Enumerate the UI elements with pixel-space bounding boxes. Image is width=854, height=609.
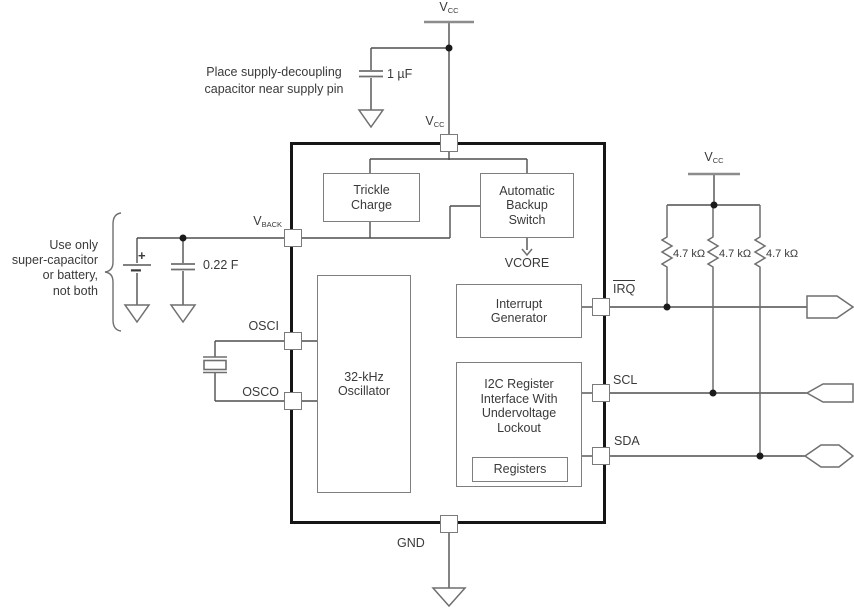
interrupt-generator-label: Interrupt Generator [490, 296, 548, 326]
block-trickle-charge: Trickle Charge [323, 173, 420, 222]
ground-icon-backup-cap [169, 304, 197, 324]
decoupling-note-line2: capacitor near supply pin [204, 81, 344, 96]
osci-pin-label: OSCI [248, 319, 279, 333]
vcc-pin-label: VCC [425, 114, 445, 129]
gnd-pin-label: GND [397, 536, 425, 550]
decoupling-capacitor-icon [359, 70, 383, 78]
vcc-top-wires [370, 22, 450, 160]
battery-plus-label: + [138, 248, 146, 263]
pin-sda [592, 447, 610, 465]
pin-vback [284, 229, 302, 247]
block-interrupt-generator: Interrupt Generator [456, 284, 582, 338]
vcc-label-right: VCC [704, 150, 724, 165]
irq-pin-label: IRQ [613, 280, 636, 296]
vcore-arrow-icon [521, 248, 533, 257]
pin-irq [592, 298, 610, 316]
bidirectional-arrow-icon [803, 444, 854, 468]
backup-cap-value: 0.22 F [203, 258, 239, 272]
brace-icon [104, 212, 122, 332]
backup-wires [136, 205, 480, 305]
decoupling-note: Place supply-decoupling capacitor near s… [178, 64, 370, 97]
scl-pin-label: SCL [613, 373, 638, 387]
pin-gnd [440, 515, 458, 533]
block-automatic-backup-switch: Automatic Backup Switch [480, 173, 574, 238]
battery-minus-label: − [130, 260, 142, 282]
decoupling-note-line1: Place supply-decoupling [206, 65, 342, 79]
osco-pin-label: OSCO [242, 385, 279, 399]
backup-note-line4: not both [52, 283, 98, 298]
backup-note-line1: Use only [49, 238, 98, 252]
trickle-charge-label: Trickle Charge [351, 183, 392, 212]
pullup-resistor-value-2: 4.7 kΩ [719, 248, 752, 260]
output-arrow-icon [806, 295, 854, 319]
backup-note-line2: super-capacitor [11, 253, 98, 268]
vback-pin-label: VBACK [253, 214, 282, 229]
pullup-resistor-value-3: 4.7 kΩ [766, 248, 799, 260]
oscillator-label: 32-kHz Oscillator [337, 369, 391, 399]
ground-icon-main [431, 587, 467, 608]
block-oscillator: 32-kHz Oscillator [317, 275, 411, 493]
decoupling-cap-value: 1 µF [387, 67, 413, 81]
right-wires [610, 175, 808, 457]
input-arrow-icon [805, 383, 854, 403]
crystal-icon [203, 356, 227, 374]
vcore-label: VCORE [504, 256, 550, 270]
pin-osco [284, 392, 302, 410]
junction-dots [179, 44, 764, 460]
backup-note: Use only super-capacitor or battery, not… [0, 238, 98, 299]
block-registers: Registers [472, 457, 568, 482]
i2c-interface-label: I2C Register Interface With Undervoltage… [480, 377, 558, 435]
ground-icon-battery [123, 304, 151, 324]
backup-note-line3: or battery, [42, 268, 98, 283]
sda-pin-label: SDA [614, 434, 640, 448]
registers-label: Registers [493, 462, 547, 477]
pin-vcc [440, 134, 458, 152]
internal-wires [369, 158, 592, 457]
pin-osci [284, 332, 302, 350]
automatic-backup-switch-label: Automatic Backup Switch [499, 183, 555, 227]
ground-icon-top [357, 109, 385, 129]
pullup-resistor-icons [660, 205, 767, 456]
pin-scl [592, 384, 610, 402]
vcc-label-top: VCC [439, 0, 459, 15]
pullup-resistor-value-1: 4.7 kΩ [673, 248, 706, 260]
backup-capacitor-icon [171, 263, 195, 271]
